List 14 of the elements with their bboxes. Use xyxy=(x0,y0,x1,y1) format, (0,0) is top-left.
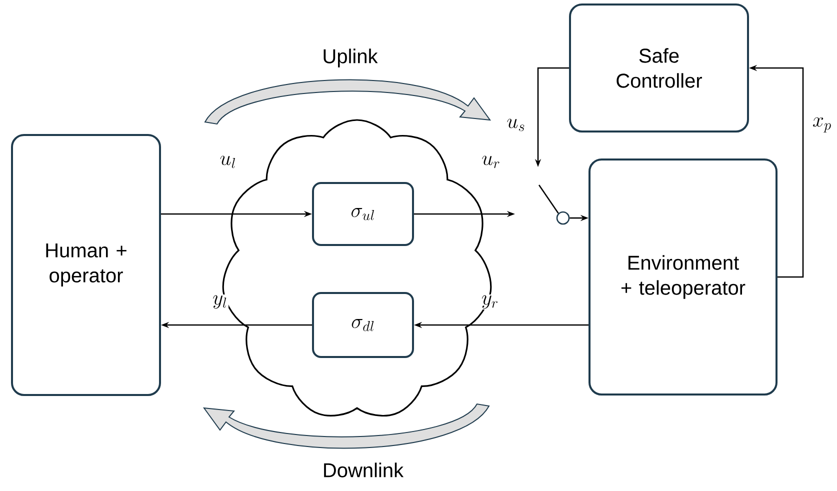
edge-label: $u_s$ xyxy=(506,118,526,132)
delay-box: $\sigma_{ul}$ xyxy=(312,182,414,246)
environment-box: Environment + teleoperator xyxy=(588,158,778,396)
edge-label: $y_l$ xyxy=(212,294,228,310)
edge-label: $y_r$ xyxy=(480,294,500,310)
edge-label: $u_l$ xyxy=(218,154,238,170)
edge-label: $u_r$ xyxy=(480,154,502,170)
switch-contact xyxy=(556,211,570,225)
delay-box: $\sigma_{dl}$ xyxy=(312,292,414,358)
controller-box: Safe Controller xyxy=(569,4,749,132)
edge-label: $x_p$ xyxy=(811,116,833,134)
direction-label: Uplink xyxy=(324,48,378,68)
direction-label: Downlink xyxy=(324,462,404,478)
human-operator-box: Human + operator xyxy=(11,134,161,396)
